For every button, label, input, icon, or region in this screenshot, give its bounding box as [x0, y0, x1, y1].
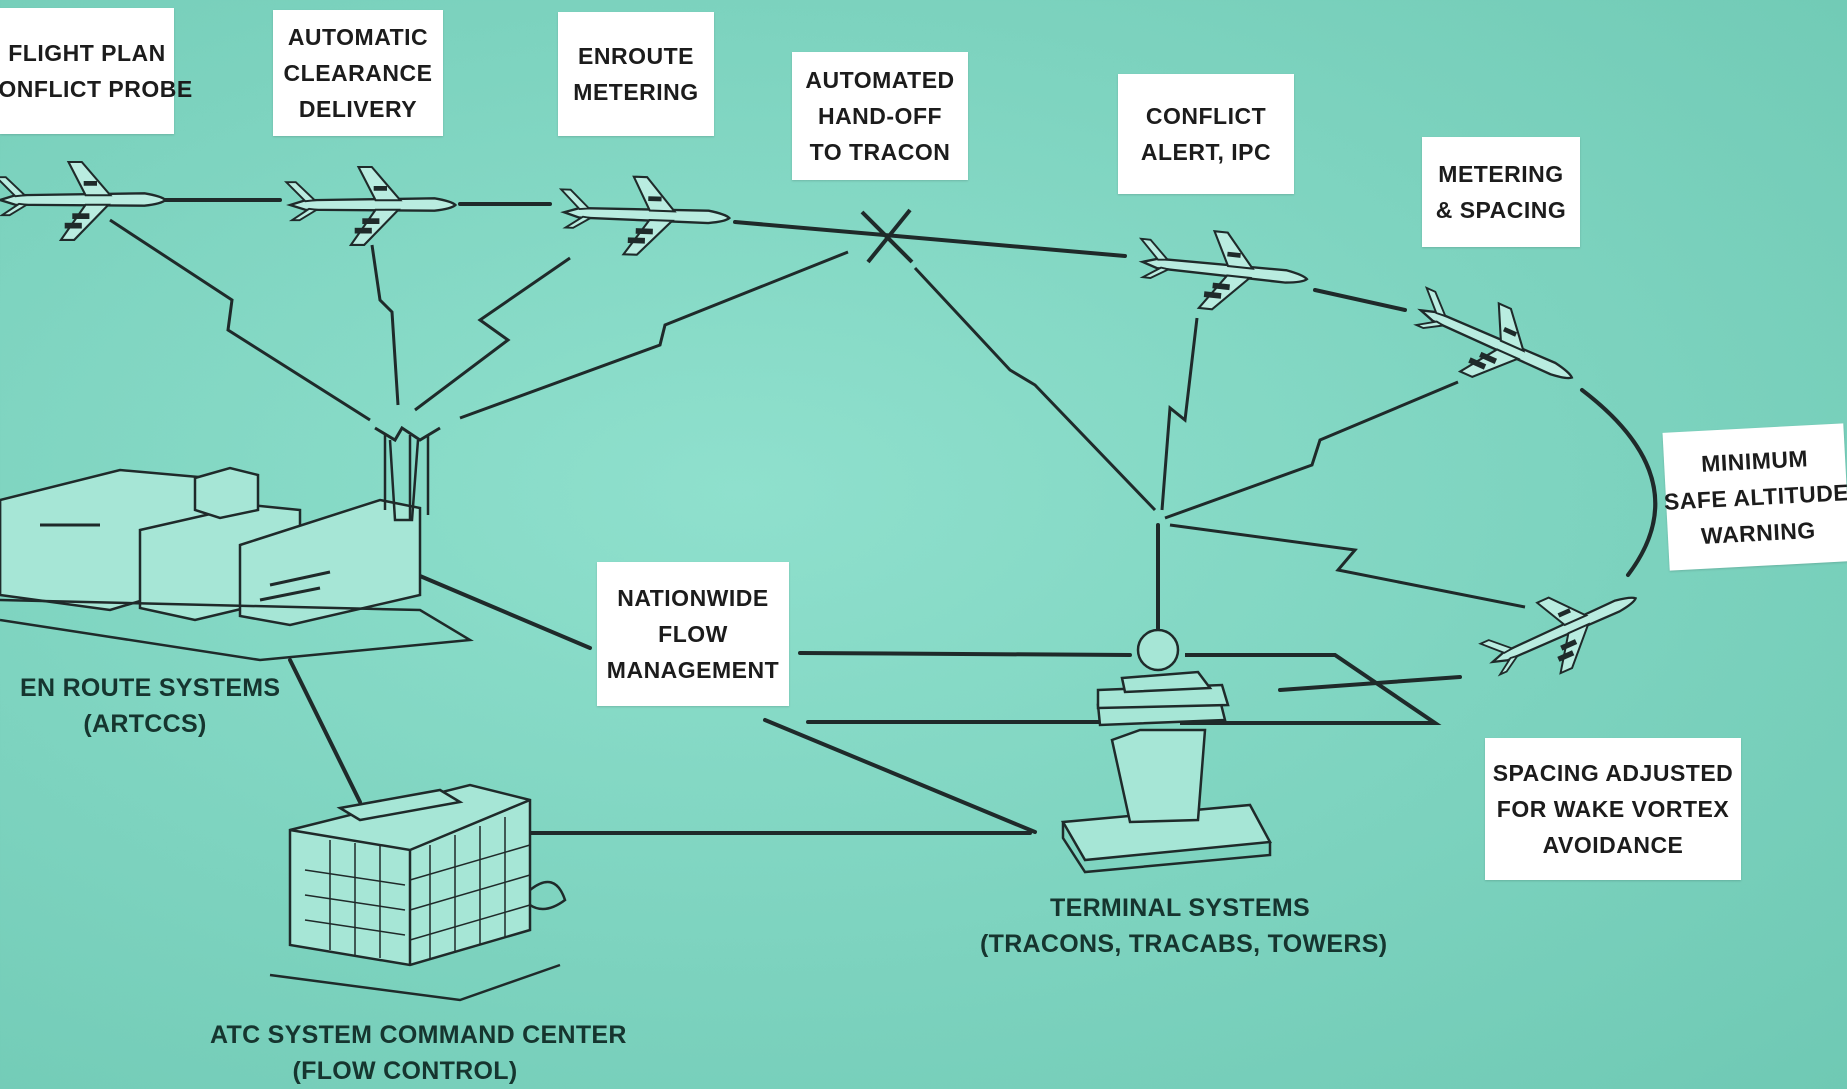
radio-link — [1169, 523, 1526, 609]
control-tower-icon — [1060, 628, 1272, 874]
radio-link — [414, 256, 571, 412]
airplane-icon — [557, 172, 732, 260]
label-minimum-safe-altitude-warning: MINIMUM SAFE ALTITUDE WARNING — [1662, 423, 1847, 571]
radio-link — [913, 266, 1157, 512]
caption-en-route-systems: EN ROUTE SYSTEMS (ARTCCS) — [20, 674, 281, 738]
approach-path — [1180, 653, 1442, 725]
label-flight-plan-conflict-probe: FLIGHT PLAN CONFLICT PROBE — [0, 8, 192, 134]
label-spacing-wake-vortex: SPACING ADJUSTED FOR WAKE VORTEX AVOIDAN… — [1485, 738, 1741, 880]
route-arc — [1580, 388, 1658, 577]
command-center-building-icon — [269, 783, 567, 1002]
label-nationwide-flow-management: NATIONWIDE FLOW MANAGEMENT — [597, 562, 789, 706]
label-conflict-alert-ipc: CONFLICT ALERT, IPC — [1118, 74, 1294, 194]
radio-link — [459, 250, 849, 420]
label-enroute-metering: ENROUTE METERING — [558, 12, 714, 136]
ground-link — [418, 574, 592, 650]
label-automated-hand-off: AUTOMATED HAND-OFF TO TRACON — [792, 52, 968, 180]
ground-link — [763, 718, 1037, 834]
radio-link — [1160, 317, 1199, 511]
flight-path-lines — [163, 198, 1658, 692]
airplane-icon — [285, 165, 457, 247]
caption-atc-command-center: ATC SYSTEM COMMAND CENTER (FLOW CONTROL) — [210, 1021, 627, 1085]
radio-link — [370, 244, 400, 406]
airplane-icon — [0, 160, 167, 242]
route-segment — [1313, 288, 1407, 312]
label-automatic-clearance-delivery: AUTOMATIC CLEARANCE DELIVERY — [273, 10, 443, 136]
artcc-building-icon — [0, 425, 474, 662]
label-metering-spacing: METERING & SPACING — [1422, 137, 1580, 247]
radio-link — [109, 218, 371, 422]
radio-link — [1164, 380, 1459, 520]
route-segment — [1278, 675, 1462, 692]
route-segment — [733, 220, 1127, 258]
radio-links — [109, 218, 1526, 609]
airplane-icon — [1133, 222, 1313, 321]
handoff-x-marker — [860, 208, 914, 264]
ground-links — [288, 523, 1160, 835]
caption-terminal-systems: TERMINAL SYSTEMS (TRACONS, TRACABS, TOWE… — [980, 894, 1388, 958]
airplane-icon — [1473, 564, 1653, 700]
ground-link — [288, 658, 362, 804]
ground-link — [798, 651, 1132, 657]
